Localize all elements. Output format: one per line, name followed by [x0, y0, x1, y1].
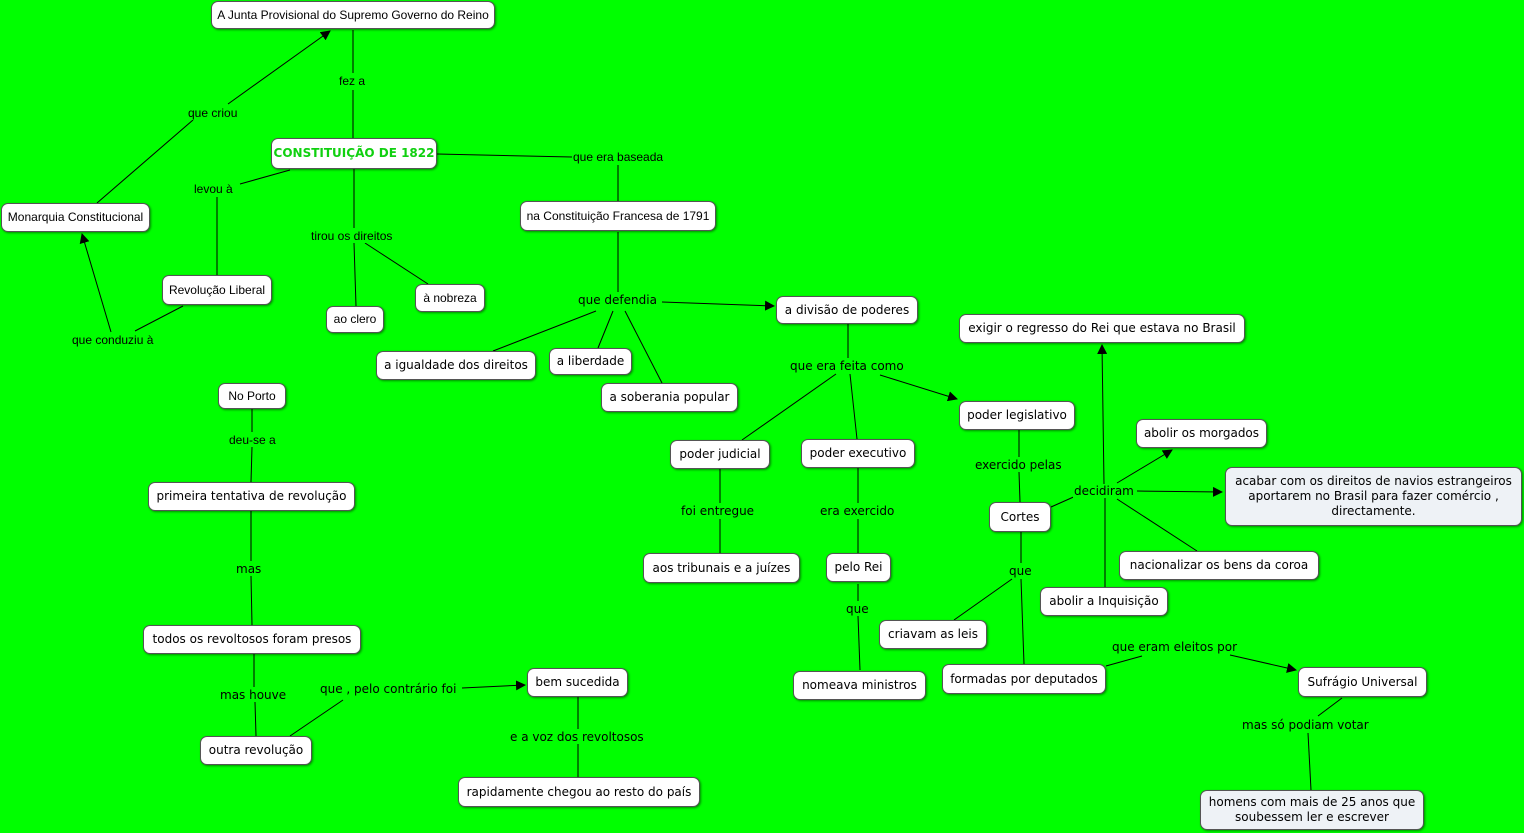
label-fez-a: fez a	[338, 74, 367, 88]
label-que-pelo-contrario-foi: que , pelo contrário foi	[319, 682, 458, 696]
link-mas-so-homens	[1307, 732, 1312, 791]
label-que-criou: que criou	[187, 106, 239, 120]
node-igualdade-direitos[interactable]: a igualdade dos direitos	[376, 351, 536, 380]
link-que-era-feita-judicial	[741, 373, 837, 441]
label-foi-entregue: foi entregue	[680, 504, 756, 518]
node-ao-clero[interactable]: ao clero	[326, 306, 384, 333]
label-que-era-baseada: que era baseada	[572, 150, 665, 164]
node-poder-legislativo[interactable]: poder legislativo	[959, 401, 1075, 430]
label-mas: mas	[235, 562, 263, 576]
node-bem-sucedida[interactable]: bem sucedida	[527, 668, 628, 697]
link-que-defendia-liberdade	[597, 310, 614, 349]
node-liberdade[interactable]: a liberdade	[549, 348, 632, 375]
link-decidiram-exigir	[1097, 344, 1108, 485]
node-exigir-regresso-rei[interactable]: exigir o regresso do Rei que estava no B…	[959, 314, 1245, 343]
link-que-defendia-soberania	[624, 310, 663, 384]
link-que-era-feita-legislativo	[879, 374, 958, 402]
node-outra-revolucao[interactable]: outra revolução	[200, 736, 312, 765]
link-sufragio-mas-so	[1317, 697, 1343, 717]
node-primeira-tentativa[interactable]: primeira tentativa de revolução	[148, 482, 355, 511]
label-levou-a: levou à	[193, 182, 234, 196]
link-formadas-que-eram-eleitos	[1105, 655, 1143, 667]
link-que-era-feita-executivo	[849, 373, 858, 440]
link-mas-houve-outra	[254, 701, 257, 737]
link-tirou-clero	[353, 242, 357, 307]
node-divisao-poderes[interactable]: a divisão de poderes	[776, 296, 918, 324]
node-revolucao-liberal[interactable]: Revolução Liberal	[162, 275, 272, 305]
link-mas-todos	[250, 575, 253, 626]
label-e-a-voz-dos-revoltosos: e a voz dos revoltosos	[509, 730, 645, 744]
label-que-conduziu: que conduziu à	[71, 333, 155, 347]
link-que-criavam	[953, 578, 1013, 621]
label-que-eram-eleitos-por: que eram eleitos por	[1111, 640, 1239, 654]
link-monarquia-que-criou	[96, 119, 194, 204]
label-decidiram: decidiram	[1073, 484, 1135, 498]
link-decidiram-morgados	[1116, 449, 1173, 484]
node-junta[interactable]: A Junta Provisional do Supremo Governo d…	[211, 1, 495, 29]
label-tirou-os-direitos: tirou os direitos	[310, 229, 394, 243]
link-decidiram-acabar	[1136, 486, 1223, 497]
link-que-eram-eleitos-sufragio	[1229, 654, 1297, 673]
link-que-pelo-bem	[461, 680, 526, 691]
node-soberania-popular[interactable]: a soberania popular	[601, 383, 738, 412]
node-pelo-rei[interactable]: pelo Rei	[826, 553, 891, 582]
link-constituicao-levou-a	[239, 169, 291, 185]
label-era-exercido: era exercido	[819, 504, 896, 518]
node-homens-25-anos[interactable]: homens com mais de 25 anos que soubessem…	[1200, 790, 1424, 830]
link-que-conduziu-monarquia	[79, 233, 112, 333]
label-mas-so-podiam-votar: mas só podiam votar	[1241, 718, 1370, 732]
node-rapidamente-chegou[interactable]: rapidamente chegou ao resto do país	[458, 777, 700, 807]
link-que-criou-junta	[227, 30, 331, 105]
node-formadas-deputados[interactable]: formadas por deputados	[942, 664, 1106, 694]
node-nacionalizar-bens[interactable]: nacionalizar os bens da coroa	[1119, 551, 1319, 580]
node-nomeava-ministros[interactable]: nomeava ministros	[793, 671, 926, 700]
node-acabar-direitos-navios[interactable]: acabar com os direitos de navios estrang…	[1225, 467, 1522, 526]
node-criavam-leis[interactable]: criavam as leis	[879, 620, 987, 649]
node-cortes[interactable]: Cortes	[989, 502, 1051, 532]
node-abolir-inquisicao[interactable]: abolir a Inquisição	[1040, 587, 1168, 616]
link-decidiram-nacionalizar	[1116, 498, 1198, 552]
node-poder-judicial[interactable]: poder judicial	[670, 440, 770, 469]
node-constituicao-1822[interactable]: CONSTITUIÇÃO DE 1822	[271, 138, 437, 169]
link-constituicao-que-era-baseada	[436, 153, 573, 158]
label-exercido-pelas: exercido pelas	[974, 458, 1063, 472]
node-abolir-morgados[interactable]: abolir os morgados	[1136, 419, 1267, 448]
link-exercido-cortes	[1018, 471, 1021, 503]
node-todos-revoltosos-presos[interactable]: todos os revoltosos foram presos	[143, 625, 361, 654]
node-sufragio-universal[interactable]: Sufrágio Universal	[1298, 667, 1427, 697]
link-tirou-nobreza	[364, 242, 429, 285]
link-deu-se-primeira	[250, 446, 253, 483]
label-que-defendia: que defendia	[577, 293, 658, 307]
node-constituicao-francesa[interactable]: na Constituição Francesa de 1791	[520, 201, 716, 231]
link-que-formadas	[1020, 578, 1025, 665]
node-monarquia-constitucional[interactable]: Monarquia Constitucional	[1, 203, 150, 232]
label-deu-se-a: deu-se a	[228, 433, 277, 447]
node-tribunais-juizes[interactable]: aos tribunais e a juízes	[643, 553, 800, 583]
link-que-defendia-divisao	[661, 300, 775, 311]
link-revolucao-que-conduziu	[134, 305, 184, 332]
node-poder-executivo[interactable]: poder executivo	[801, 439, 915, 468]
node-no-porto[interactable]: No Porto	[218, 383, 286, 409]
link-outra-que-pelo	[289, 699, 344, 737]
node-a-nobreza[interactable]: à nobreza	[415, 284, 485, 312]
label-mas-houve: mas houve	[219, 688, 288, 702]
link-que-defendia-igualdade	[492, 310, 597, 352]
link-que-nomeava	[857, 615, 861, 671]
label-que-rei: que	[845, 602, 870, 616]
label-que-cortes: que	[1008, 564, 1033, 578]
label-que-era-feita-como: que era feita como	[789, 359, 905, 373]
